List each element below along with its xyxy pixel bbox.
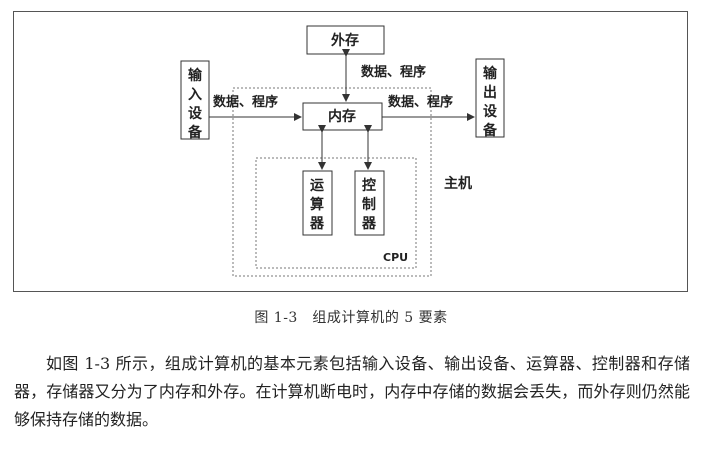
external-storage-box: 外存 [306, 25, 385, 55]
host-label: 主机 [444, 175, 472, 192]
controller-label: 控制器 [361, 177, 377, 232]
host-group-border [232, 87, 432, 277]
storage-flow-label: 数据、程序 [361, 64, 426, 80]
cpu-group-border [255, 157, 417, 269]
external-storage-label: 外存 [331, 32, 359, 49]
cpu-label: CPU [383, 251, 408, 264]
output-device-box: 输出设备 [475, 58, 505, 139]
output-flow-label: 数据、程序 [388, 94, 453, 110]
controller-box: 控制器 [354, 170, 385, 236]
alu-label: 运算器 [309, 178, 325, 232]
input-device-box: 输入设备 [180, 60, 210, 141]
alu-box: 运算器 [302, 170, 333, 236]
body-paragraph: 如图 1-3 所示，组成计算机的基本元素包括输入设备、输出设备、运算器、控制器和… [14, 354, 690, 429]
output-device-label: 输出设备 [482, 65, 498, 139]
input-device-label: 输入设备 [187, 67, 203, 141]
computer-components-diagram: 主机 CPU 外存 输入设备 输出设备 内存 运算器 控制器 数据、程序 数据、… [180, 25, 505, 277]
input-flow-label: 数据、程序 [213, 94, 278, 110]
memory-box: 内存 [302, 102, 383, 131]
figure-caption: 图 1-3 组成计算机的 5 要素 [254, 310, 448, 326]
memory-label: 内存 [328, 108, 356, 125]
diagram-frame [13, 11, 688, 292]
